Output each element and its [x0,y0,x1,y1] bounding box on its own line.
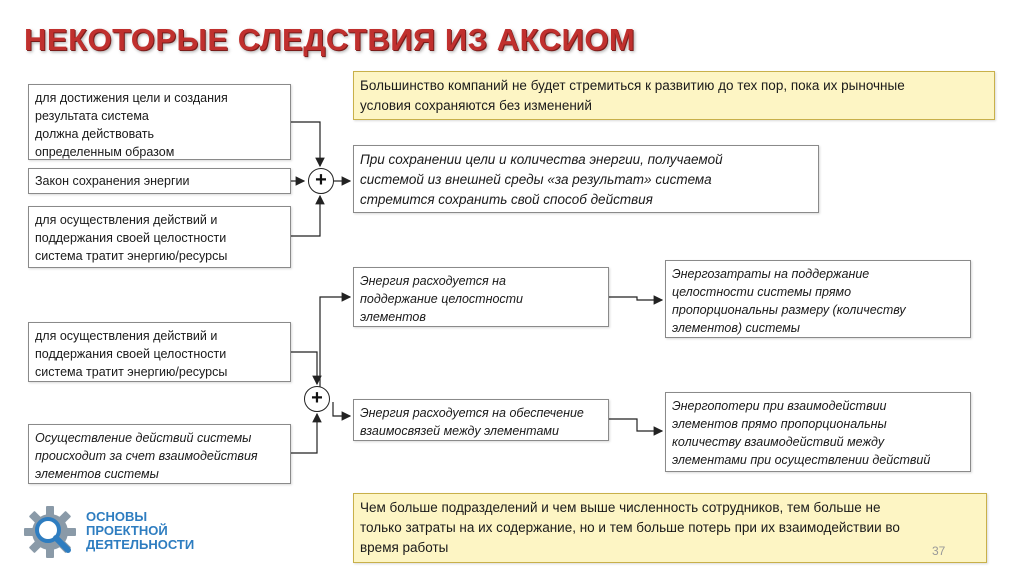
connector-resources-2 [291,351,322,386]
box-goal: для достижения цели и создания результат… [28,84,291,160]
page-number: 37 [932,544,946,558]
box-energy-links: Энергия расходуется на обеспечение взаим… [353,399,609,441]
box-result-top: При сохранении цели и количества энергии… [353,145,819,213]
connector-links [609,418,664,436]
slide-title: НЕКОТОРЫЕ СЛЕДСТВИЯ ИЗ АКСИОМ [24,22,636,57]
connector-interaction [291,412,322,454]
connector-goal [291,121,325,168]
plus-node-top: + [308,168,334,194]
box-interaction: Осуществление действий системы происходи… [28,424,291,484]
plus-node-bottom: + [304,386,330,412]
note-bottom: Чем больше подразделений и чем выше числ… [353,493,987,563]
connector-split-down [332,402,352,421]
box-energy-law: Закон сохранения энергии [28,168,291,194]
connector-integrity [609,295,664,305]
connector-resources [291,194,325,237]
box-energy-integrity: Энергия расходуется на поддержание целос… [353,267,609,327]
box-resources-bottom: для осуществления действий и поддержания… [28,322,291,382]
box-consequence-integrity: Энергозатраты на поддержание целостности… [665,260,971,338]
box-resources-top: для осуществления действий и поддержания… [28,206,291,268]
gear-magnifier-icon [24,506,76,558]
box-consequence-links: Энергопотери при взаимодействии элементо… [665,392,971,472]
connector-split-up [319,292,352,390]
note-top: Большинство компаний не будет стремиться… [353,71,995,120]
logo-text: ОСНОВЫ ПРОЕКТНОЙ ДЕЯТЕЛЬНОСТИ [86,509,195,552]
